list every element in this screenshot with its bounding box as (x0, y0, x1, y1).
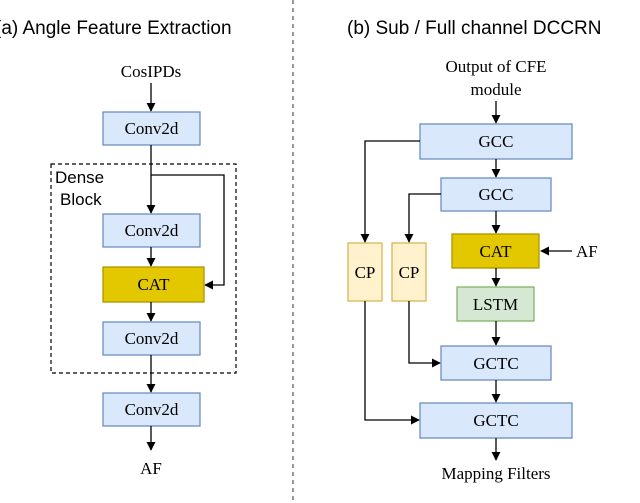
cat-box-a-label: CAT (137, 275, 170, 294)
af-output-label: AF (140, 459, 162, 478)
skip-connection (151, 174, 225, 290)
panel-a-title: (a) Angle Feature Extraction (0, 18, 232, 39)
gctc-box-1 (440, 345, 552, 381)
lstm-box (456, 286, 535, 322)
conv2d-box-3-label: Conv2d (125, 329, 179, 348)
skip-cp1-to-gctc2 (364, 301, 420, 425)
skip-gcc2-to-cp2 (404, 193, 441, 243)
mapping-filters-label: Mapping Filters (441, 464, 550, 483)
conv2d-box-1-label: Conv2d (125, 119, 179, 138)
gctc-box-2 (419, 402, 573, 439)
conv2d-box-4 (102, 392, 201, 427)
af-input-label: AF (576, 242, 598, 261)
lstm-box-label: LSTM (473, 295, 518, 314)
gctc-box-2-label: GCTC (473, 411, 518, 430)
cfe-output-label-1: Output of CFE (445, 57, 546, 76)
gcc-box-2 (440, 177, 552, 212)
cp-box-2 (391, 242, 427, 302)
conv2d-box-4-label: Conv2d (125, 400, 179, 419)
cp-box-1-label: CP (355, 263, 376, 282)
cp-box-2-label: CP (399, 263, 420, 282)
gctc-box-1-label: GCTC (473, 354, 518, 373)
conv2d-box-1 (102, 111, 201, 146)
dense-block-label-1: Dense (55, 168, 104, 187)
conv2d-box-2-label: Conv2d (125, 221, 179, 240)
cat-box-b-label: CAT (479, 242, 512, 261)
cat-box-a (102, 266, 205, 303)
dense-block-label-2: Block (60, 190, 102, 209)
skip-cp2-to-gctc1 (408, 301, 441, 368)
dense-block-region (50, 163, 237, 374)
gcc-box-2-label: GCC (479, 185, 514, 204)
gcc-box-1-label: GCC (479, 132, 514, 151)
cfe-output-label-2: module (471, 80, 522, 99)
skip-gcc1-to-cp1 (360, 140, 420, 243)
cp-box-1 (347, 242, 383, 302)
cosipds-label: CosIPDs (121, 62, 181, 81)
panel-b-title: (b) Sub / Full channel DCCRN (347, 18, 601, 39)
